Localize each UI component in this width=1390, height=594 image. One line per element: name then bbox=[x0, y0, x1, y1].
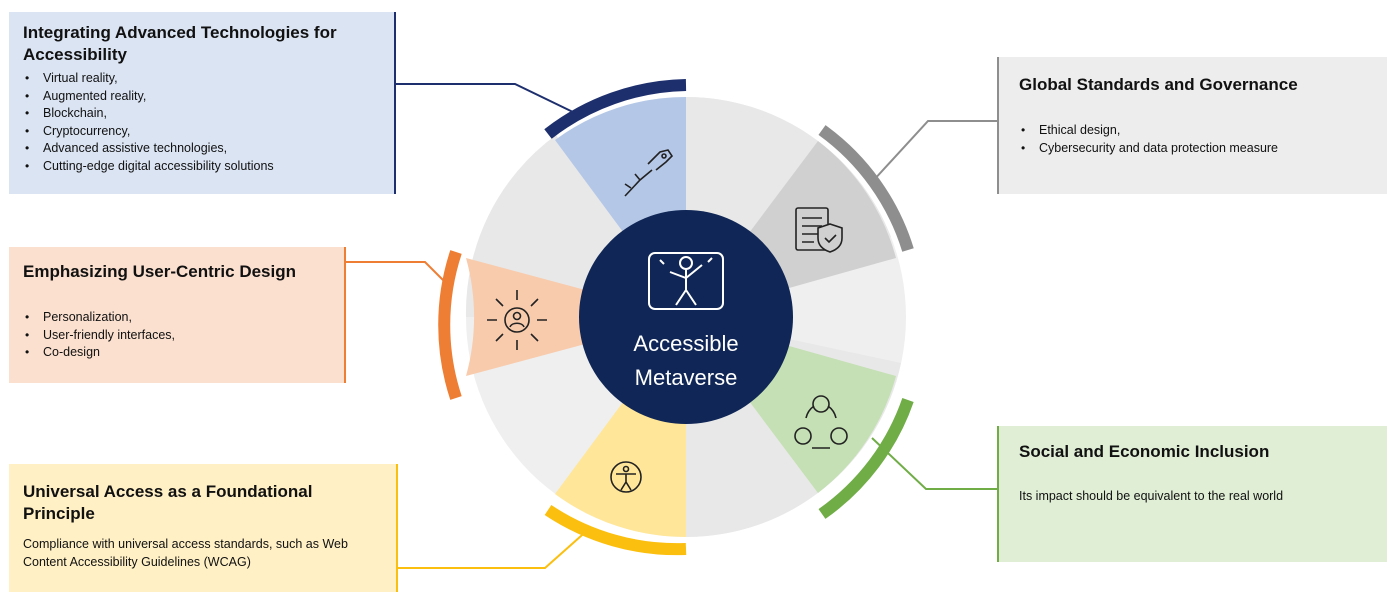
user-item: User-friendly interfaces, bbox=[23, 327, 330, 345]
user-box: Emphasizing User-Centric Design Personal… bbox=[9, 247, 346, 383]
gov-item: Cybersecurity and data protection measur… bbox=[1019, 140, 1373, 158]
arc-gov bbox=[818, 125, 914, 252]
tech-item: Advanced assistive technologies, bbox=[23, 140, 380, 158]
social-box: Social and Economic Inclusion Its impact… bbox=[997, 426, 1387, 562]
people-network-icon bbox=[794, 395, 848, 449]
user-title: Emphasizing User-Centric Design bbox=[23, 262, 297, 281]
tech-item: Blockchain, bbox=[23, 105, 380, 123]
arc-social bbox=[818, 398, 914, 519]
accessibility-icon bbox=[610, 461, 642, 493]
arc-tech bbox=[544, 79, 687, 139]
tech-title: Integrating Advanced Technologies for Ac… bbox=[23, 23, 337, 64]
connector-tech bbox=[396, 83, 576, 114]
segment-user bbox=[466, 258, 686, 376]
gov-item: Ethical design, bbox=[1019, 122, 1373, 140]
robot-human-hand-icon bbox=[624, 149, 674, 197]
univ-text: Compliance with universal access standar… bbox=[23, 537, 348, 569]
arc-user bbox=[438, 250, 462, 400]
connector-gov bbox=[871, 120, 997, 183]
user-list: Personalization, User-friendly interface… bbox=[23, 309, 330, 362]
center-title-line2: Metaverse bbox=[635, 365, 738, 390]
tech-item: Virtual reality, bbox=[23, 70, 380, 88]
social-text: Its impact should be equivalent to the r… bbox=[1019, 489, 1284, 503]
gov-list: Ethical design, Cybersecurity and data p… bbox=[1019, 122, 1373, 157]
tech-item: Augmented reality, bbox=[23, 88, 380, 106]
tech-item: Cutting-edge digital accessibility solut… bbox=[23, 158, 380, 176]
univ-title: Universal Access as a Foundational Princ… bbox=[23, 482, 313, 523]
tech-list: Virtual reality, Augmented reality, Bloc… bbox=[23, 70, 380, 175]
connector-user bbox=[346, 261, 453, 290]
social-title: Social and Economic Inclusion bbox=[1019, 442, 1270, 461]
vr-user-icon bbox=[648, 252, 724, 310]
center-circle bbox=[579, 210, 793, 424]
arc-univ bbox=[544, 505, 687, 556]
gov-title: Global Standards and Governance bbox=[1019, 75, 1298, 94]
univ-box: Universal Access as a Foundational Princ… bbox=[9, 464, 398, 592]
gov-box: Global Standards and Governance Ethical … bbox=[997, 57, 1387, 194]
user-focus-icon bbox=[487, 290, 547, 350]
connector-univ bbox=[398, 527, 591, 569]
user-item: Personalization, bbox=[23, 309, 330, 327]
document-shield-icon bbox=[795, 207, 843, 253]
center-title-line1: Accessible bbox=[633, 331, 738, 356]
user-item: Co-design bbox=[23, 344, 330, 362]
connector-social bbox=[871, 437, 997, 490]
tech-box: Integrating Advanced Technologies for Ac… bbox=[9, 12, 396, 194]
tech-item: Cryptocurrency, bbox=[23, 123, 380, 141]
